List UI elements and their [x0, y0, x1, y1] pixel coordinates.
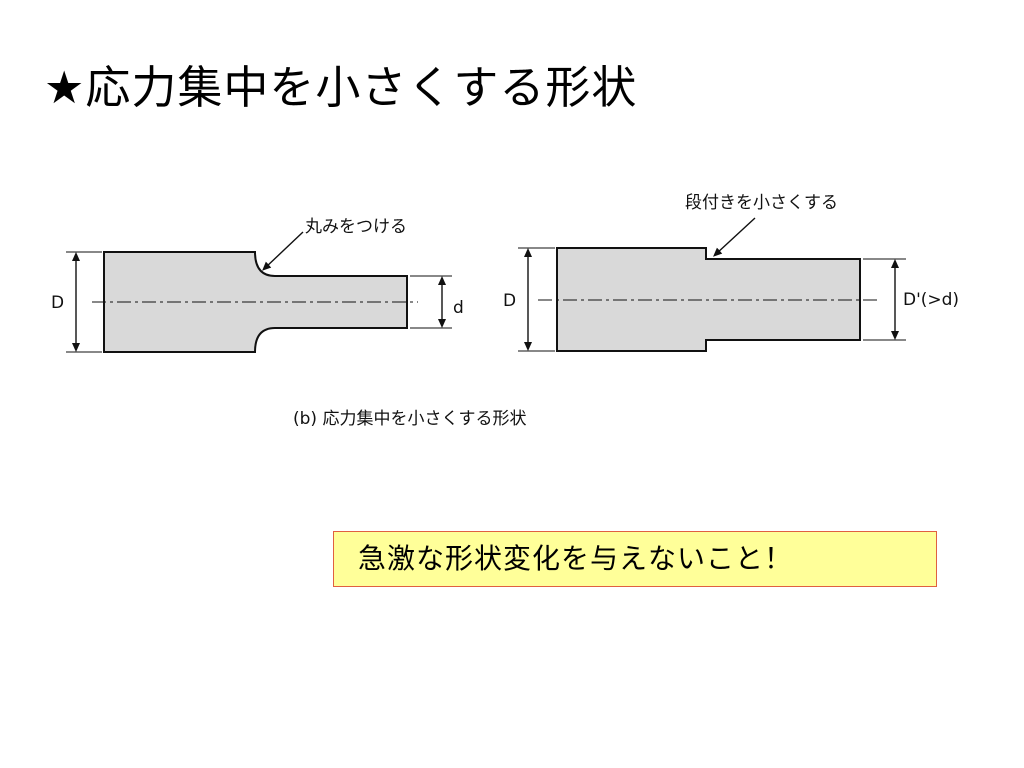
annotation-step: 段付きを小さくする: [685, 193, 838, 213]
slide-title: ★応力集中を小さくする形状: [44, 61, 638, 114]
annotation-arrow-step: [713, 217, 756, 257]
annotation-arrow-fillet: [262, 231, 304, 271]
diagram-caption: (b) 応力集中を小さくする形状: [293, 409, 526, 429]
callout-text: 急激な形状変化を与えないこと！: [358, 542, 794, 575]
label-d: d: [453, 298, 464, 318]
filleted-shaft: D d 丸みをつける: [51, 217, 464, 353]
small-step-shaft: D D'(>d) 段付きを小さくする: [503, 193, 959, 352]
label-D-left: D: [51, 293, 64, 313]
label-D-right: D: [503, 291, 516, 311]
label-D-prime: D'(>d): [903, 290, 959, 310]
callout-box: 急激な形状変化を与えないこと！: [333, 531, 937, 587]
annotation-fillet: 丸みをつける: [305, 217, 407, 237]
